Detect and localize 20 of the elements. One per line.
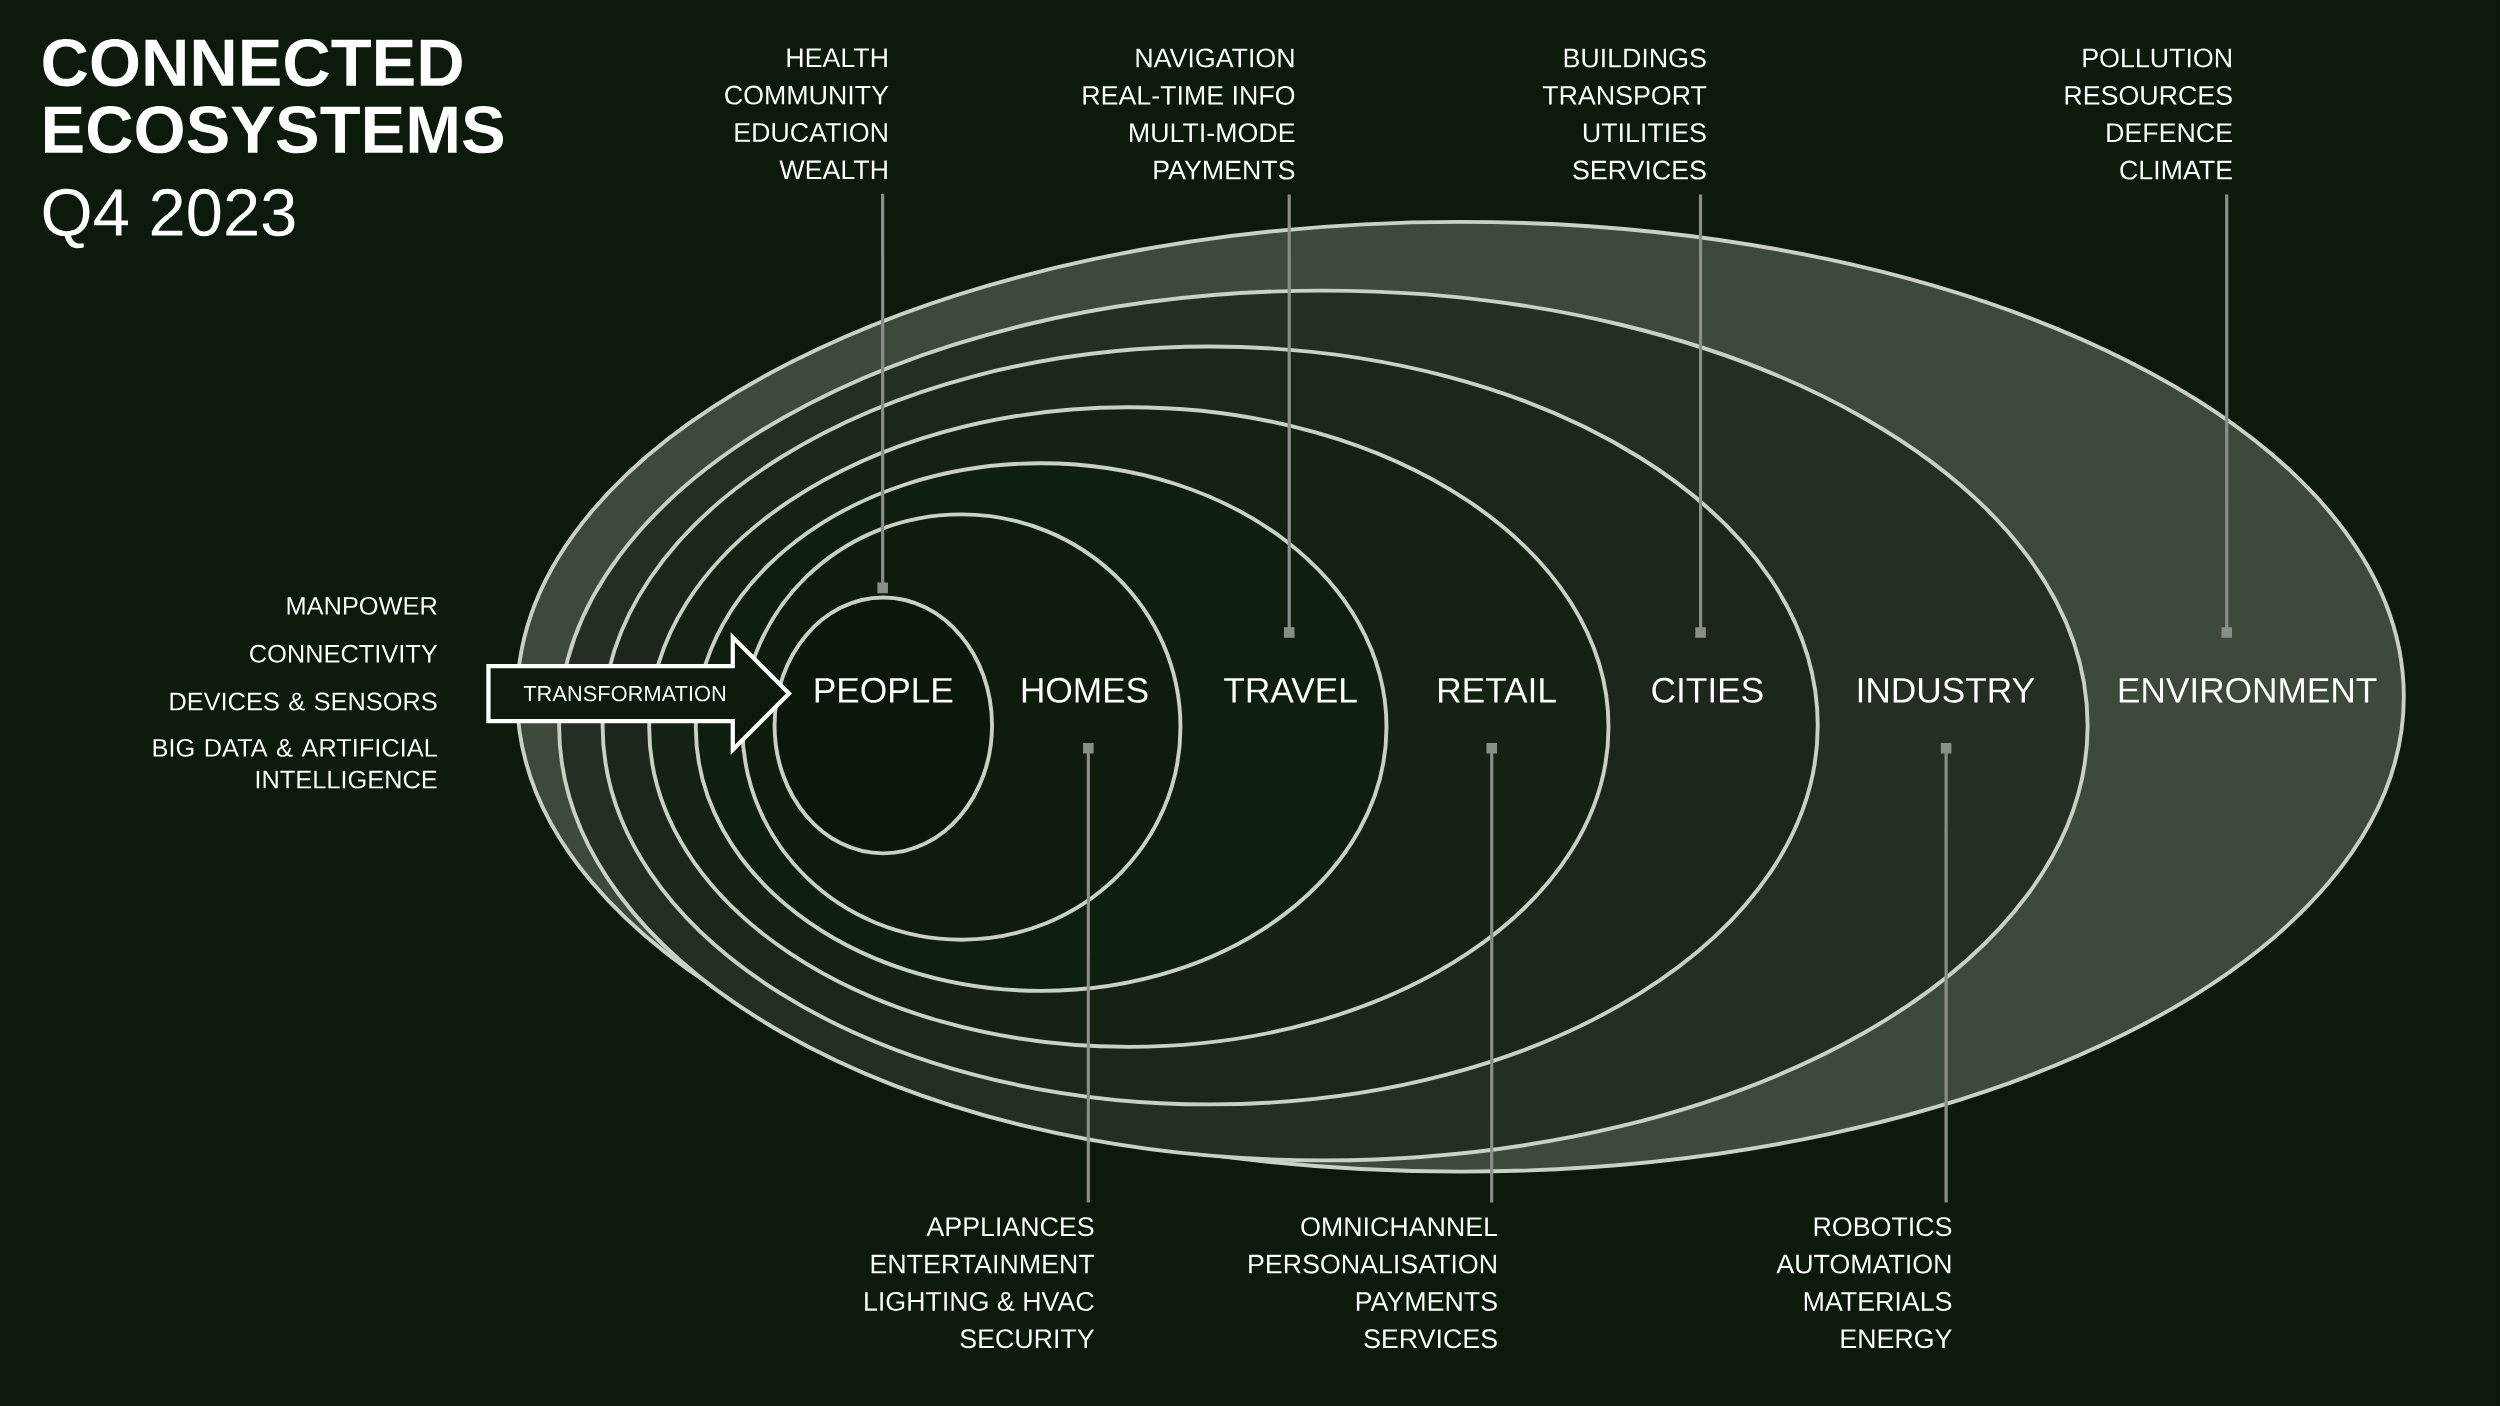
- topic-list: APPLIANCES ENTERTAINMENT LIGHTING & HVAC SECURITY: [865, 1217, 1095, 1349]
- topic-list: POLLUTION RESOURCES DEFENCE CLIMATE: [2065, 48, 2232, 180]
- subtitle: Q4 2023: [43, 188, 295, 249]
- topic-list: OMNICHANNEL PERSONALISATION PAYMENTS SERVICES: [1249, 1217, 1498, 1349]
- leader-line: [877, 193, 888, 593]
- input-label: DEVICES & SENSORS: [170, 692, 437, 711]
- topic-list: BUILDINGS TRANSPORT UTILITIES SERVICES: [1542, 48, 1707, 180]
- leader-line: [1083, 742, 1094, 1203]
- topic-list: HEALTH COMMUNITY EDUCATION WEALTH: [725, 48, 889, 179]
- input-label: MANPOWER: [287, 596, 437, 615]
- leader-line: [1486, 742, 1497, 1203]
- leader-line: [1940, 742, 1952, 1203]
- leader-line: [1283, 194, 1295, 638]
- topic-list: ROBOTICS AUTOMATION MATERIALS ENERGY: [1776, 1217, 1952, 1349]
- input-label: BIG DATA & ARTIFICIAL INTELLIGENCE: [153, 738, 437, 789]
- leader-line: [2221, 194, 2233, 638]
- topic-list: NAVIGATION REAL-TIME INFO MULTI-MODE PAYMENTS: [1083, 48, 1295, 180]
- leader-line: [1695, 194, 1706, 638]
- title: CONNECTED ECOSYSTEMS: [43, 38, 504, 154]
- input-label: CONNECTIVITY: [250, 644, 438, 663]
